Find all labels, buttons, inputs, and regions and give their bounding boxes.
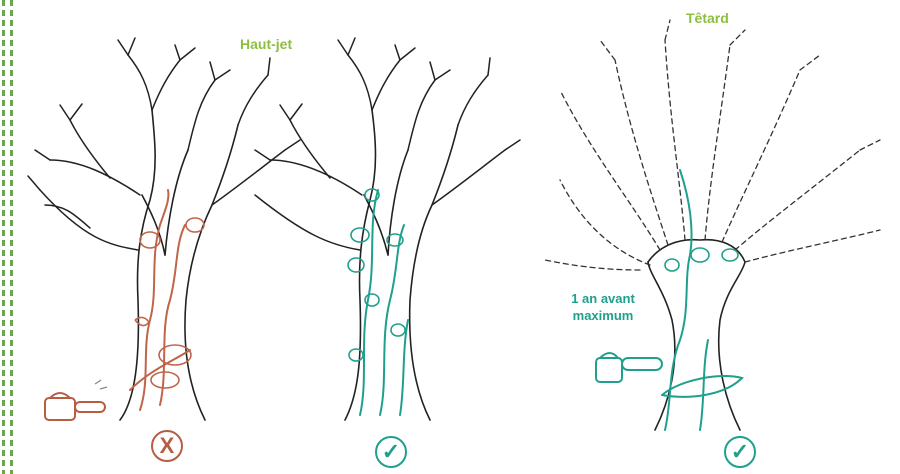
wrong-badge: X — [151, 430, 183, 462]
tree-haut-jet-wrong — [28, 38, 300, 420]
tree-haut-jet-right — [255, 38, 520, 420]
correct-badge: ✓ — [375, 436, 407, 468]
chainsaw-icon — [596, 353, 662, 382]
correct-badge: ✓ — [724, 436, 756, 468]
chainsaw-icon — [45, 380, 107, 420]
